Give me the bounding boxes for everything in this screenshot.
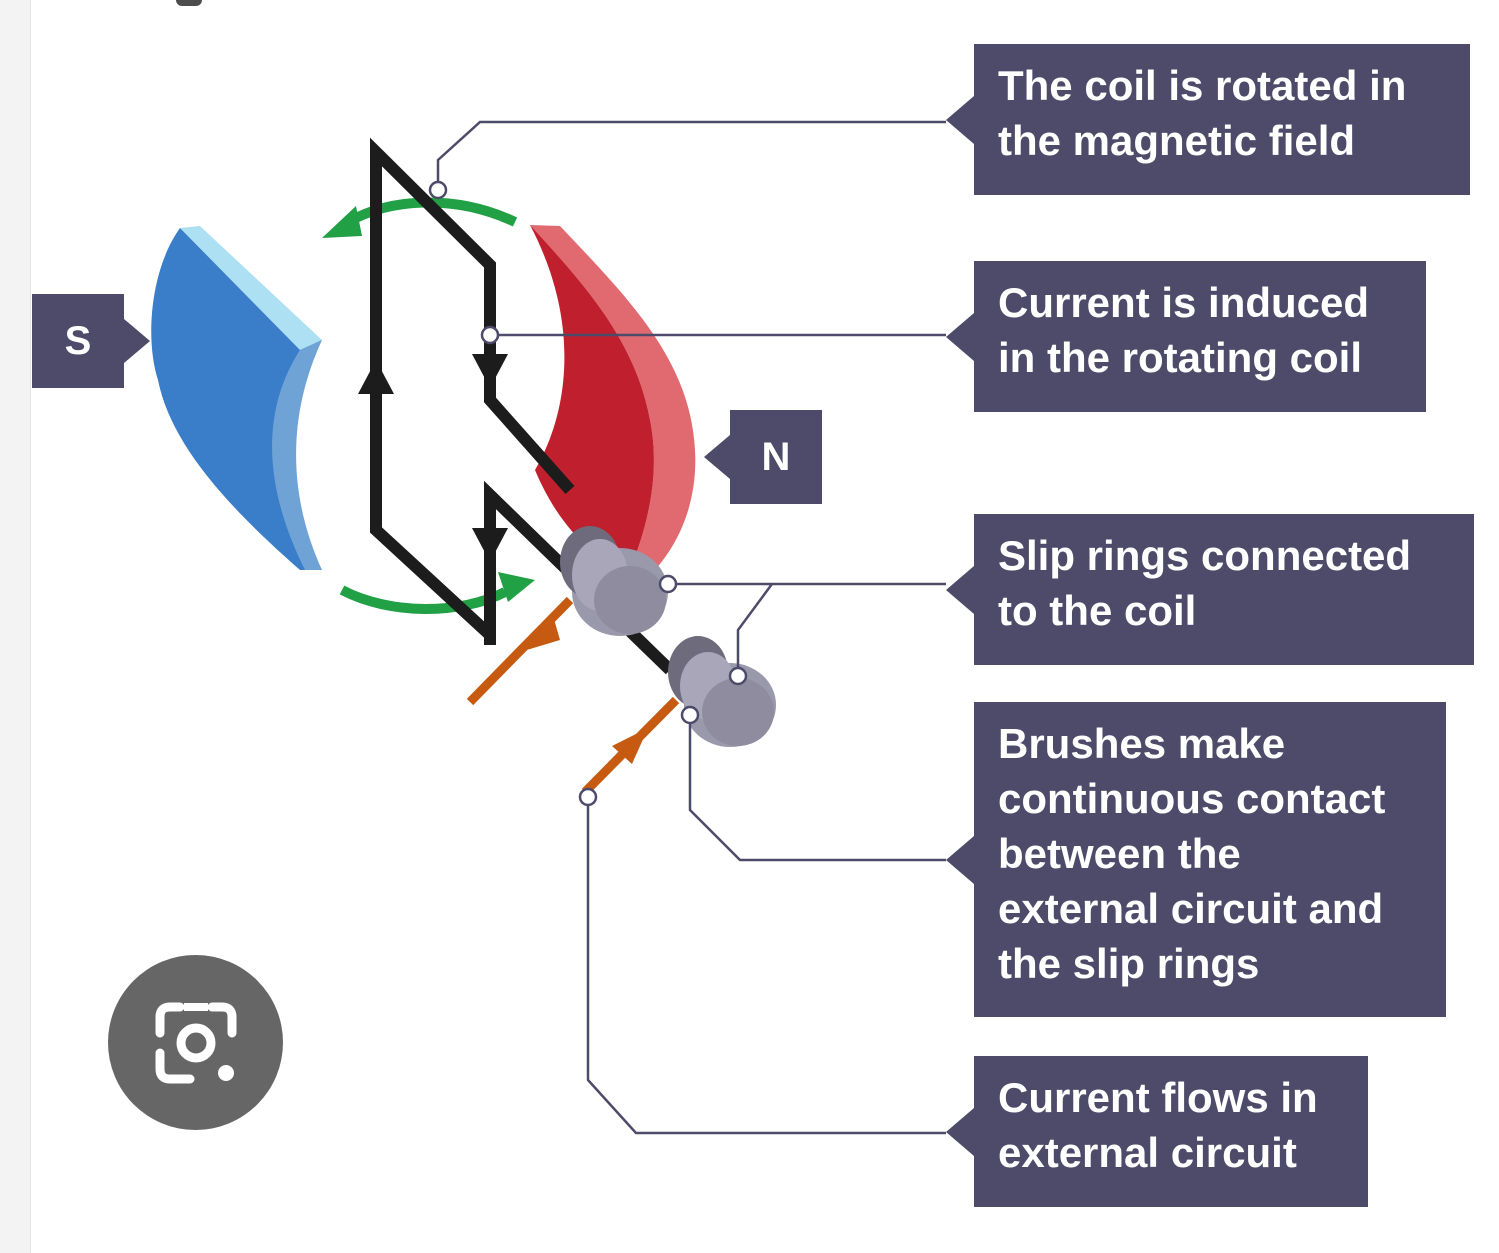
- callout-line: external circuit and: [998, 885, 1384, 932]
- callout-line: Current is induced: [998, 279, 1370, 326]
- callout-line: in the rotating coil: [998, 334, 1362, 381]
- callout-coil-rotated: The coil is rotated in the magnetic fiel…: [974, 44, 1470, 195]
- callout-current-flows: Current flows in external circuit: [974, 1056, 1368, 1207]
- rotation-arrow-top: [322, 197, 518, 238]
- callout-line: Brushes make: [998, 720, 1286, 767]
- callout-line: to the coil: [998, 587, 1197, 634]
- callout-line: the magnetic field: [998, 117, 1356, 164]
- callout-line: external circuit: [998, 1129, 1297, 1176]
- callout-line: continuous contact: [998, 775, 1386, 822]
- callout-line: The coil is rotated in: [998, 62, 1407, 109]
- south-pole-text: S: [64, 318, 92, 363]
- slip-ring-1: [560, 526, 668, 636]
- coil-current-arrows: [358, 354, 508, 562]
- leader-lines: [436, 120, 946, 1135]
- top-edge-mark: [176, 0, 202, 6]
- callout-brushes: Brushes make continuous contact between …: [974, 702, 1446, 1017]
- north-pole-text: N: [761, 434, 791, 479]
- callout-line: between the: [998, 830, 1241, 877]
- callout-line: the slip rings: [998, 940, 1260, 987]
- callout-line: Current flows in: [998, 1074, 1318, 1121]
- external-circuit-out: [466, 596, 574, 706]
- callout-current-induced: Current is induced in the rotating coil: [974, 261, 1426, 412]
- callout-slip-rings: Slip rings connected to the coil: [974, 514, 1474, 665]
- external-circuit-in: [581, 696, 680, 796]
- lens-camera-icon: [155, 1002, 236, 1083]
- lens-search-button[interactable]: [108, 955, 283, 1130]
- leader-dots: [428, 180, 748, 807]
- callout-line: Slip rings connected: [998, 532, 1412, 579]
- north-magnet: [530, 225, 696, 575]
- slip-ring-2: [668, 636, 776, 747]
- north-pole-label: N: [730, 410, 822, 504]
- south-pole-label: S: [32, 294, 124, 388]
- left-edge-strip: [0, 0, 31, 1253]
- south-magnet: [151, 226, 322, 570]
